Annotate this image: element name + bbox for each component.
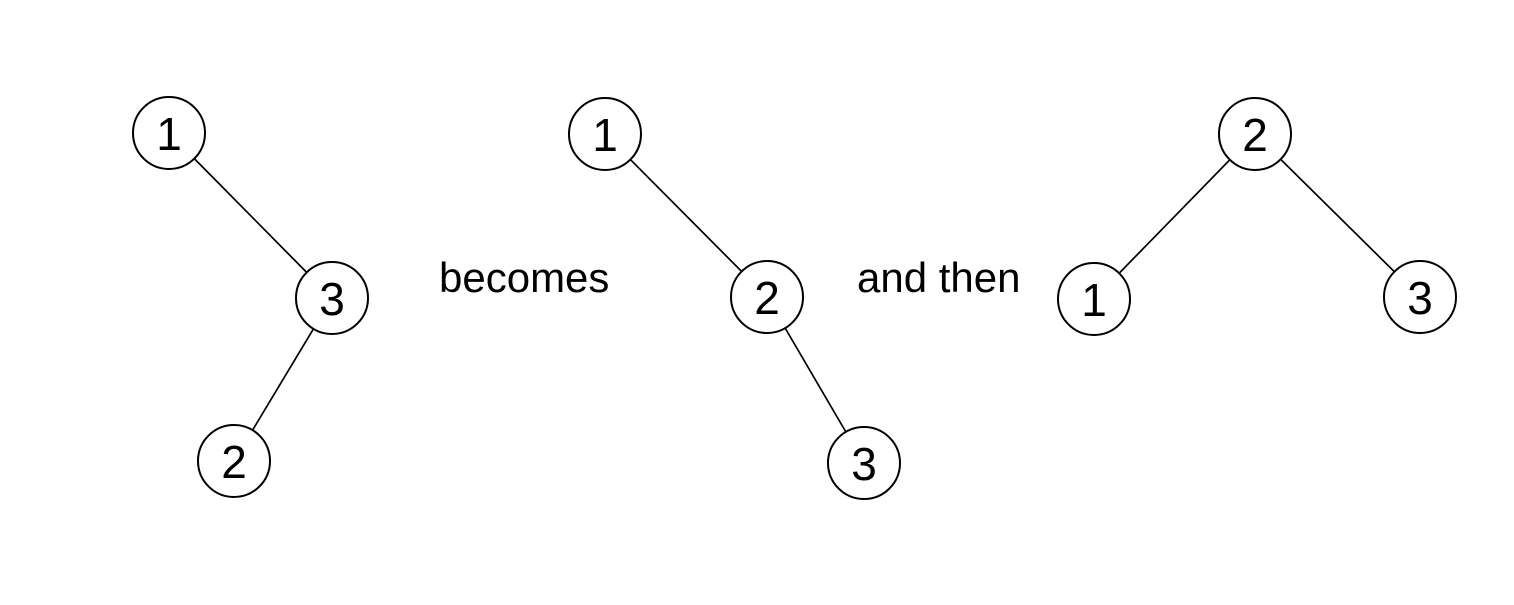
and-then-label: and then [857,254,1021,301]
node-label: 2 [221,436,247,488]
node-label: 1 [156,108,182,160]
edge-line [604,133,768,298]
node-label: 3 [319,273,345,325]
edge-line [168,132,333,299]
node-label: 2 [754,272,780,324]
node-circle [568,97,642,171]
edge-line [1254,133,1421,298]
edge-line [1093,133,1256,300]
node-label: 1 [592,109,618,161]
becomes-label: becomes [439,254,609,301]
node-label: 2 [1242,109,1268,161]
node-label: 3 [1407,272,1433,324]
node-circle [730,260,804,334]
node-label: 1 [1081,274,1107,326]
node-label: 3 [851,438,877,490]
tree-after-first-rotation: 1 2 3 [568,97,901,500]
node-circle [197,424,271,498]
node-circle [1383,260,1457,334]
node-circle [1057,262,1131,336]
node-circle [827,426,901,500]
node-circle [132,96,206,170]
node-circle [295,261,369,335]
node-circle [1218,97,1292,171]
tree-balanced: 2 1 3 [1057,97,1457,336]
tree-initial: 1 3 2 [132,96,369,498]
